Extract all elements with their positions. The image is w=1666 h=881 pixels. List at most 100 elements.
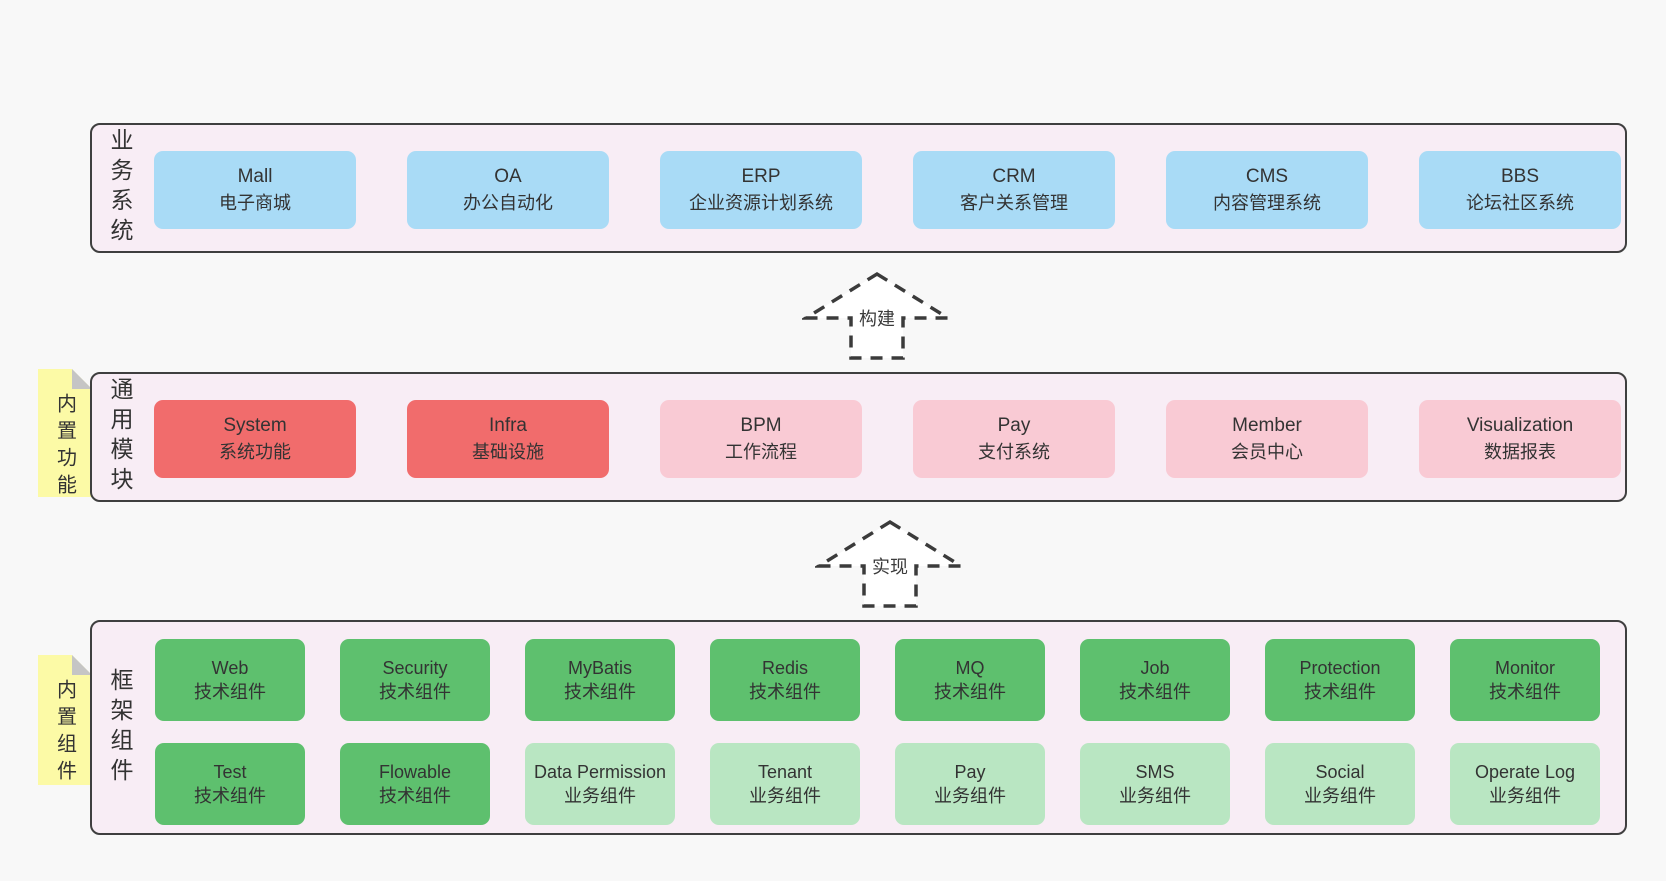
arrow-build-label: 构建 [856, 305, 898, 331]
box-mq: MQ 技术组件 [895, 639, 1045, 721]
box-data-permission-name: Data Permission [533, 762, 667, 782]
box-security-desc: 技术组件 [379, 682, 451, 702]
box-visualization-name: Visualization [1466, 415, 1574, 436]
framework-box-row-1: Web 技术组件 Security 技术组件 MyBatis 技术组件 Redi… [155, 639, 1600, 721]
box-member-desc: 会员中心 [1231, 442, 1303, 462]
box-erp-name: ERP [741, 166, 781, 187]
box-protection-desc: 技术组件 [1304, 682, 1376, 702]
box-infra-name: Infra [488, 415, 528, 436]
box-bbs-name: BBS [1500, 166, 1540, 187]
box-web-name: Web [211, 658, 249, 678]
panel-common-modules: 通用模块 System 系统功能 Infra 基础设施 BPM 工作流程 Pay… [90, 372, 1627, 502]
box-erp: ERP 企业资源计划系统 [660, 151, 862, 229]
box-bbs-desc: 论坛社区系统 [1466, 193, 1574, 213]
box-operate-log-name: Operate Log [1474, 762, 1576, 782]
box-social: Social 业务组件 [1265, 743, 1415, 825]
box-protection-name: Protection [1299, 658, 1381, 678]
box-redis-name: Redis [761, 658, 809, 678]
box-data-permission: Data Permission 业务组件 [525, 743, 675, 825]
box-mall-name: Mall [237, 166, 273, 187]
box-tenant-desc: 业务组件 [749, 786, 821, 806]
box-monitor: Monitor 技术组件 [1450, 639, 1600, 721]
note-fold-corner-icon [72, 369, 92, 389]
box-web-desc: 技术组件 [194, 682, 266, 702]
box-pay-biz-name: Pay [954, 762, 986, 782]
box-bbs: BBS 论坛社区系统 [1419, 151, 1621, 229]
box-member: Member 会员中心 [1166, 400, 1368, 478]
box-system-desc: 系统功能 [219, 442, 291, 462]
box-cms-name: CMS [1245, 166, 1289, 187]
box-redis-desc: 技术组件 [749, 682, 821, 702]
arrow-implement: 实现 [815, 519, 965, 610]
box-pay-name: Pay [997, 415, 1031, 436]
box-mybatis-name: MyBatis [567, 658, 632, 678]
note-fold-corner-icon [72, 655, 92, 675]
box-test: Test 技术组件 [155, 743, 305, 825]
box-operate-log-desc: 业务组件 [1489, 786, 1561, 806]
arrow-implement-label: 实现 [869, 553, 911, 579]
panel-framework-label: 框架组件 [107, 667, 133, 788]
box-crm-desc: 客户关系管理 [960, 193, 1068, 213]
box-bpm-name: BPM [740, 415, 782, 436]
box-sms-name: SMS [1135, 762, 1175, 782]
note-paper [38, 655, 92, 785]
box-bpm-desc: 工作流程 [725, 442, 797, 462]
box-sms-desc: 业务组件 [1119, 786, 1191, 806]
box-sms: SMS 业务组件 [1080, 743, 1230, 825]
box-infra: Infra 基础设施 [407, 400, 609, 478]
box-job-name: Job [1140, 658, 1170, 678]
box-member-name: Member [1232, 415, 1302, 436]
box-flowable-desc: 技术组件 [379, 786, 451, 806]
box-system-name: System [223, 415, 287, 436]
box-security-name: Security [382, 658, 448, 678]
box-pay: Pay 支付系统 [913, 400, 1115, 478]
box-redis: Redis 技术组件 [710, 639, 860, 721]
panel-modules-label: 通用模块 [107, 377, 133, 497]
box-infra-desc: 基础设施 [472, 442, 544, 462]
panel-business-systems: 业务系统 Mall 电子商城 OA 办公自动化 ERP 企业资源计划系统 CRM… [90, 123, 1627, 253]
box-security: Security 技术组件 [340, 639, 490, 721]
box-mybatis-desc: 技术组件 [564, 682, 636, 702]
note-builtin-components-label: 内置组件 [53, 679, 76, 787]
box-web: Web 技术组件 [155, 639, 305, 721]
box-flowable-name: Flowable [378, 762, 452, 782]
box-bpm: BPM 工作流程 [660, 400, 862, 478]
business-box-row: Mall 电子商城 OA 办公自动化 ERP 企业资源计划系统 CRM 客户关系… [154, 151, 1621, 229]
box-erp-desc: 企业资源计划系统 [689, 193, 833, 213]
box-oa-desc: 办公自动化 [463, 193, 553, 213]
modules-box-row: System 系统功能 Infra 基础设施 BPM 工作流程 Pay 支付系统… [154, 400, 1621, 478]
note-paper [38, 369, 92, 497]
box-monitor-desc: 技术组件 [1489, 682, 1561, 702]
box-cms-desc: 内容管理系统 [1213, 193, 1321, 213]
framework-box-row-2: Test 技术组件 Flowable 技术组件 Data Permission … [155, 743, 1600, 825]
box-system: System 系统功能 [154, 400, 356, 478]
box-monitor-name: Monitor [1494, 658, 1556, 678]
box-tenant: Tenant 业务组件 [710, 743, 860, 825]
box-pay-biz: Pay 业务组件 [895, 743, 1045, 825]
box-operate-log: Operate Log 业务组件 [1450, 743, 1600, 825]
box-pay-biz-desc: 业务组件 [934, 786, 1006, 806]
box-visualization-desc: 数据报表 [1484, 442, 1556, 462]
box-mall-desc: 电子商城 [219, 193, 291, 213]
panel-business-label: 业务系统 [107, 128, 133, 248]
box-flowable: Flowable 技术组件 [340, 743, 490, 825]
box-test-desc: 技术组件 [194, 786, 266, 806]
note-builtin-features-label: 内置功能 [53, 393, 76, 501]
box-tenant-name: Tenant [757, 762, 813, 782]
box-data-permission-desc: 业务组件 [564, 786, 636, 806]
box-job-desc: 技术组件 [1119, 682, 1191, 702]
box-social-name: Social [1315, 762, 1365, 782]
box-social-desc: 业务组件 [1304, 786, 1376, 806]
box-protection: Protection 技术组件 [1265, 639, 1415, 721]
box-visualization: Visualization 数据报表 [1419, 400, 1621, 478]
box-oa: OA 办公自动化 [407, 151, 609, 229]
note-builtin-features: 内置功能 [38, 369, 92, 501]
box-test-name: Test [213, 762, 247, 782]
box-mq-name: MQ [955, 658, 985, 678]
box-crm: CRM 客户关系管理 [913, 151, 1115, 229]
box-mq-desc: 技术组件 [934, 682, 1006, 702]
box-job: Job 技术组件 [1080, 639, 1230, 721]
panel-framework-components: 框架组件 Web 技术组件 Security 技术组件 MyBatis 技术组件… [90, 620, 1627, 835]
box-pay-desc: 支付系统 [978, 442, 1050, 462]
